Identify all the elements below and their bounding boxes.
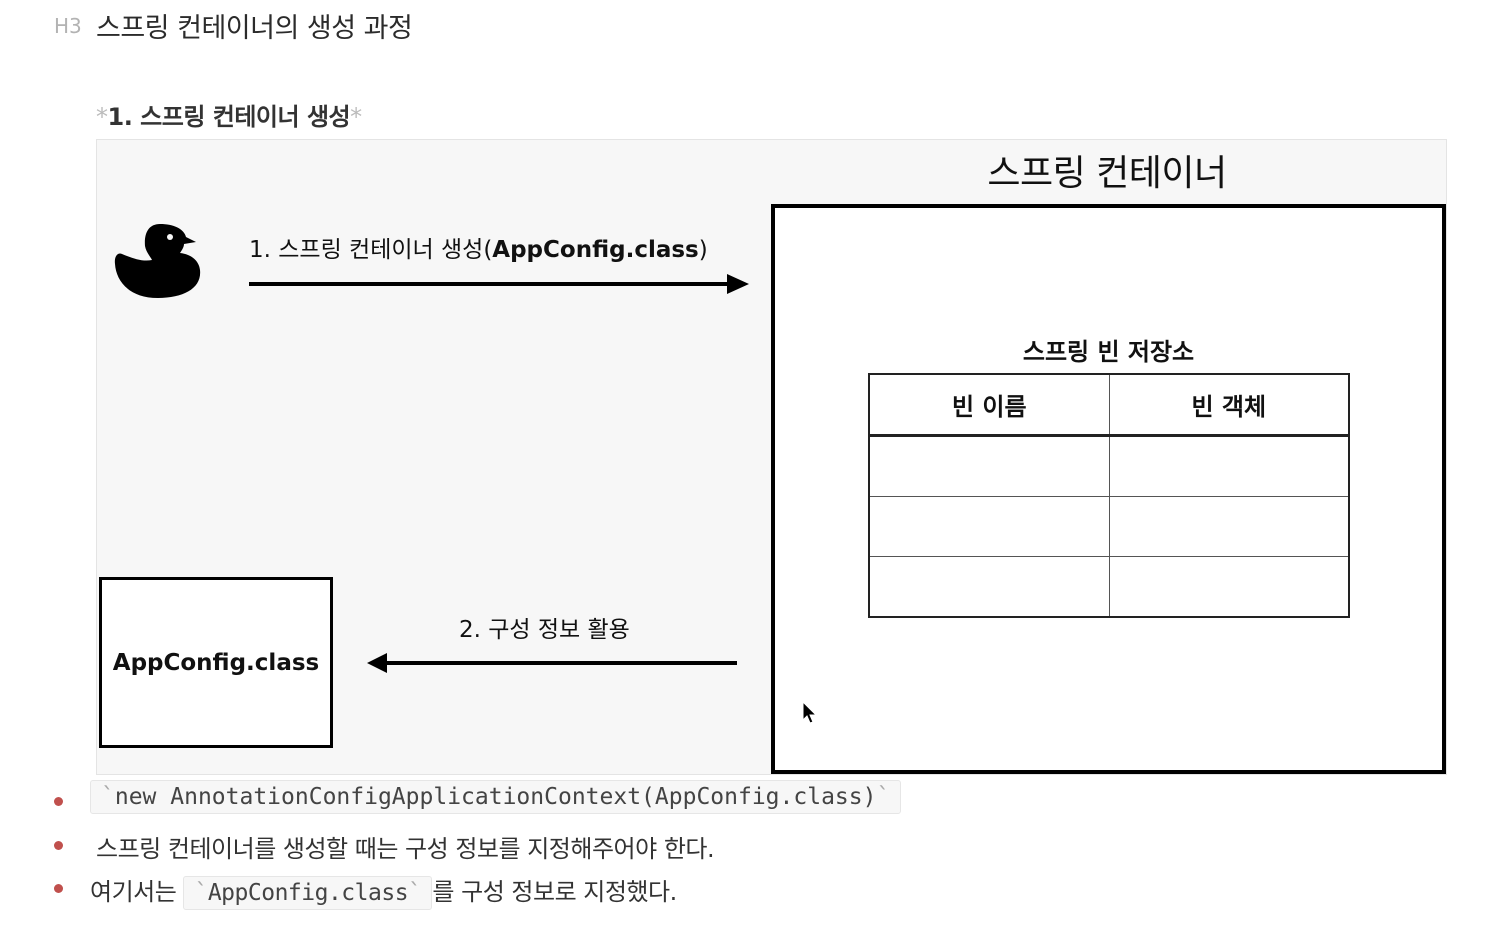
table-cell — [868, 435, 1110, 497]
spring-container-diagram: 스프링 컨테이너 1. 스프링 컨테이너 생성(AppConfig.class)… — [96, 139, 1447, 775]
arrow-right-icon — [249, 274, 749, 294]
table-cell — [1108, 496, 1350, 557]
section-title: *1. 스프링 컨테이너 생성* — [96, 97, 362, 132]
arrow-create-label-bold: AppConfig.class — [492, 237, 699, 263]
bullet-dot — [54, 884, 63, 893]
mouse-cursor-icon — [802, 700, 818, 724]
duck-icon — [112, 220, 204, 306]
table-cell — [1108, 556, 1350, 618]
list-item-text: 스프링 컨테이너를 생성할 때는 구성 정보를 지정해주어야 한다. — [96, 835, 715, 863]
emphasis-marker-start: * — [96, 103, 108, 131]
list-item-text: 여기서는 `AppConfig.class`를 구성 정보로 지정했다. — [90, 872, 677, 910]
arrow-create-label: 1. 스프링 컨테이너 생성(AppConfig.class) — [249, 230, 708, 264]
backtick: ` — [194, 880, 208, 906]
inline-code: `new AnnotationConfigApplicationContext(… — [90, 780, 902, 814]
table-header-bean-name: 빈 이름 — [868, 373, 1110, 437]
table-cell — [868, 556, 1110, 618]
table-row — [868, 435, 1350, 497]
backtick: ` — [101, 784, 115, 810]
page-title: 스프링 컨테이너의 생성 과정 — [96, 13, 413, 44]
inline-code: `AppConfig.class` — [183, 876, 433, 910]
bullet-dot — [54, 797, 63, 806]
table-cell — [868, 496, 1110, 557]
bean-repository-title: 스프링 빈 저장소 — [1022, 338, 1195, 366]
appconfig-box-label: AppConfig.class — [112, 649, 320, 676]
arrow-config-label: 2. 구성 정보 활용 — [459, 617, 630, 643]
emphasis-marker-end: * — [350, 103, 362, 131]
arrow-create-label-prefix: 1. 스프링 컨테이너 생성( — [249, 237, 493, 263]
inline-code-text: AppConfig.class — [207, 880, 409, 906]
section-title-text: 1. 스프링 컨테이너 생성 — [107, 103, 351, 131]
arrow-left-icon — [367, 653, 737, 673]
backtick: ` — [876, 784, 891, 810]
table-header-row: 빈 이름 빈 객체 — [868, 373, 1350, 437]
inline-code-text: new AnnotationConfigApplicationContext(A… — [114, 784, 877, 810]
table-row — [868, 556, 1350, 618]
list-item-suffix: 를 구성 정보로 지정했다. — [432, 878, 677, 906]
container-title: 스프링 컨테이너 — [987, 153, 1227, 194]
arrow-create-label-suffix: ) — [698, 237, 708, 263]
table-cell — [1108, 435, 1350, 497]
appconfig-box: AppConfig.class — [99, 577, 333, 748]
backtick: ` — [408, 880, 422, 906]
bullet-dot — [54, 841, 63, 850]
heading-level-marker: H3 — [54, 14, 82, 38]
bean-repository-table: 빈 이름 빈 객체 — [868, 373, 1350, 618]
list-item-prefix: 여기서는 — [90, 878, 177, 906]
table-header-bean-object: 빈 객체 — [1108, 373, 1350, 437]
table-row — [868, 496, 1350, 557]
spring-container-box: 스프링 빈 저장소 빈 이름 빈 객체 — [771, 204, 1446, 774]
